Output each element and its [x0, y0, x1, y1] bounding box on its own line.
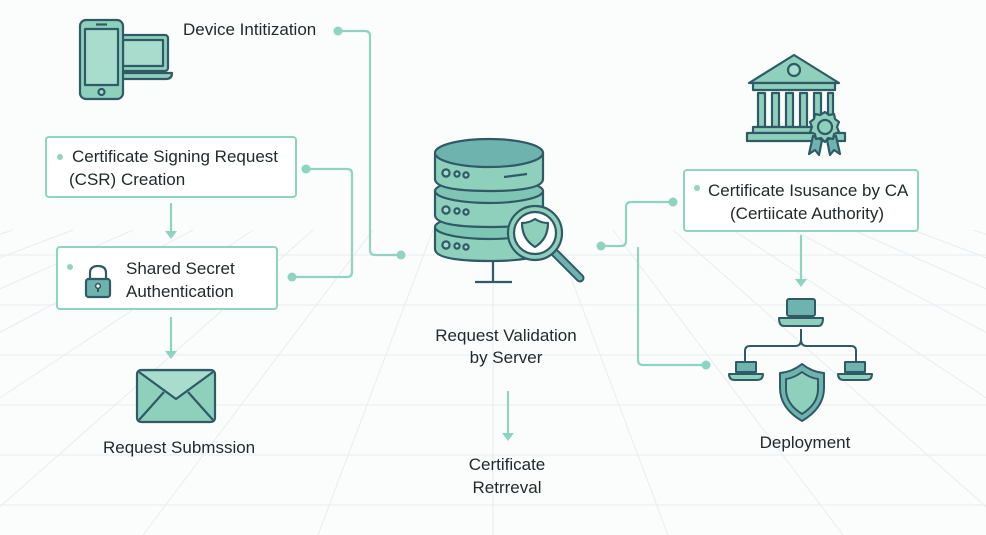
- step-request-validation-line2: by Server: [469, 348, 543, 367]
- bullet: [67, 264, 73, 270]
- step-certificate-retrieval-line1: Certificate: [468, 455, 546, 474]
- grid-line: [317, 229, 434, 535]
- grid-line: [0, 229, 134, 290]
- step-certificate-retrieval-line2: Retrreval: [472, 478, 542, 497]
- grid-line: [732, 229, 986, 399]
- grid-line: [142, 229, 374, 535]
- lock-icon: [84, 264, 112, 299]
- grid-line: [552, 229, 669, 535]
- step-request-submission-label: Request Submssion: [103, 438, 256, 457]
- bullet: [57, 154, 63, 160]
- step-csr-creation-line2: (CSR) Creation: [69, 170, 186, 189]
- envelope-icon: [135, 368, 217, 424]
- grid-line: [792, 229, 986, 333]
- bullet: [694, 185, 700, 191]
- step-ca-issuance-line2: (Certiicate Authority): [730, 204, 884, 223]
- bank-certificate-icon: [745, 53, 847, 157]
- step-shared-secret-line2: Authentication: [126, 282, 234, 301]
- step-csr-creation-box: Certificate Signing Request (CSR) Creati…: [45, 136, 297, 198]
- step-deployment-label: Deployment: [759, 433, 851, 452]
- step-ca-issuance-box: Certificate Isusance by CA (Certiicate A…: [683, 169, 919, 232]
- step-device-initialization-label: Device Intitization: [183, 20, 317, 39]
- network-shield-icon: [728, 298, 873, 422]
- devices-icon: [78, 18, 174, 101]
- grid-line: [972, 229, 986, 235]
- grid-line: [0, 229, 14, 235]
- grid-line: [912, 229, 986, 259]
- step-shared-secret-box: Shared Secret Authentication: [56, 246, 278, 310]
- step-csr-creation-line1: Certificate Signing Request: [72, 147, 279, 166]
- step-request-validation-line1: Request Validation: [435, 326, 577, 345]
- step-shared-secret-line1: Shared Secret: [126, 259, 235, 278]
- database-search-icon: [433, 137, 585, 284]
- step-ca-issuance-line1: Certificate Isusance by CA: [708, 181, 909, 200]
- grid-line: [672, 229, 986, 508]
- grid-line: [852, 229, 986, 290]
